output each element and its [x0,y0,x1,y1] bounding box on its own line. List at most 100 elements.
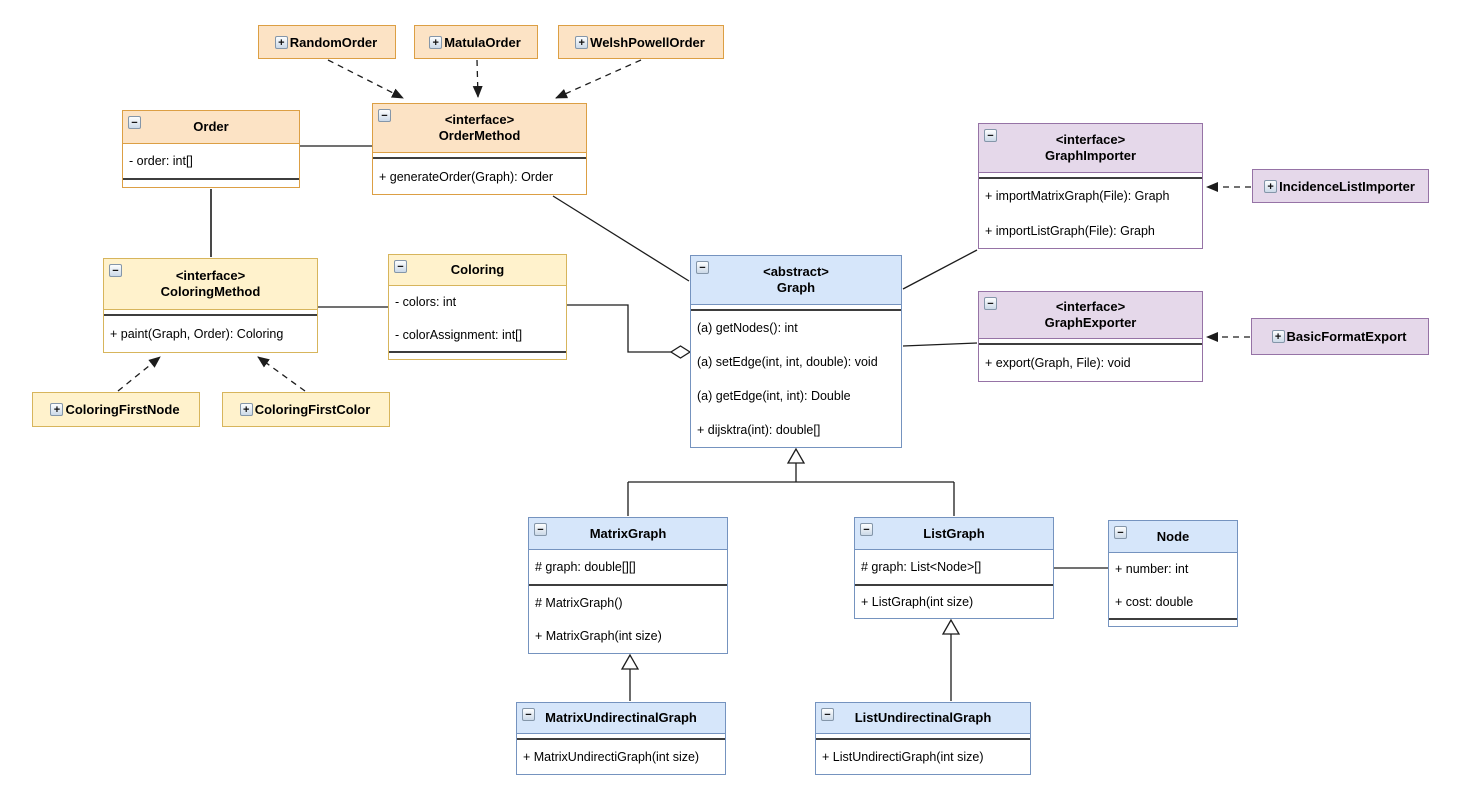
class-name: MatulaOrder [444,34,521,50]
collapse-icon[interactable]: − [860,523,873,536]
class-graphexporter[interactable]: − <interface> GraphExporter + export(Gra… [978,291,1203,382]
section-divider [123,178,299,180]
empty-section [517,734,725,738]
edge-matulaorder-ordermethod [472,59,483,98]
empty-section [816,734,1030,738]
class-name: MatrixUndirectinalGraph [545,710,697,725]
expand-icon[interactable]: + [274,35,288,49]
class-graphimporter[interactable]: − <interface> GraphImporter + importMatr… [978,123,1203,249]
collapse-icon[interactable]: − [984,129,997,142]
method: + export(Graph, File): void [979,345,1202,381]
method: (a) getNodes(): int [691,311,901,345]
class-matulaorder[interactable]: + MatulaOrder [414,25,538,59]
collapse-icon[interactable]: − [1114,526,1127,539]
class-header: − ListGraph [855,518,1053,550]
class-coloring[interactable]: − Coloring - colors: int - colorAssignme… [388,254,567,360]
class-name: Coloring [450,262,505,277]
section-divider [1109,618,1237,620]
edge-subgraphs-graph [627,463,955,516]
class-name: ColoringFirstNode [65,402,180,417]
attribute: + number: int [1109,553,1237,586]
class-header: − <interface> OrderMethod [373,104,586,153]
empty-section [373,153,586,157]
generalization-triangle-matrixgraph [620,653,640,670]
class-name: Order [193,119,229,134]
attribute: # graph: double[][] [529,550,727,584]
class-matrixgraph[interactable]: − MatrixGraph # graph: double[][] # Matr… [528,517,728,654]
collapse-icon[interactable]: − [522,708,535,721]
class-name: ListGraph [923,525,985,541]
empty-section [979,339,1202,343]
class-header: − Coloring [389,255,566,286]
attribute: - colors: int [389,286,566,319]
attribute: # graph: List<Node>[] [855,550,1053,584]
empty-section [104,310,317,314]
class-coloringfirstcolor[interactable]: + ColoringFirstColor [222,392,390,427]
collapse-icon[interactable]: − [821,708,834,721]
class-header: − <interface> GraphExporter [979,292,1202,339]
expand-icon[interactable]: + [575,35,589,49]
edge-coloring-graph-aggregation [567,304,671,353]
expand-icon[interactable]: + [1271,330,1285,343]
class-basicformatexport[interactable]: + BasicFormatExport [1251,318,1429,355]
expand-icon[interactable]: + [1264,179,1278,193]
collapse-icon[interactable]: − [984,297,997,310]
class-graph[interactable]: − <abstract> Graph (a) getNodes(): int (… [690,255,902,448]
class-stereotype: <interface> [175,268,246,283]
attribute: - order: int[] [123,144,299,178]
class-stereotype: <interface> [1055,299,1126,314]
collapse-icon[interactable]: − [109,264,122,277]
method: + generateOrder(Graph): Order [373,159,586,194]
section-divider [816,738,1030,740]
section-divider [517,738,725,740]
method: + paint(Graph, Order): Coloring [104,316,317,352]
collapse-icon[interactable]: − [534,523,547,536]
method: + ListUndirectiGraph(int size) [816,740,1030,774]
class-ordermethod[interactable]: − <interface> OrderMethod + generateOrde… [372,103,587,195]
section-divider [389,351,566,353]
edge-coloringfirstnode-coloringmethod [117,356,161,392]
class-name: RandomOrder [289,34,378,50]
class-randomorder[interactable]: + RandomOrder [258,25,396,59]
class-listundirectinalgraph[interactable]: − ListUndirectinalGraph + ListUndirectiG… [815,702,1031,775]
class-header: − MatrixUndirectinalGraph [517,703,725,734]
collapse-icon[interactable]: − [696,261,709,274]
class-header: − <interface> GraphImporter [979,124,1202,173]
generalization-triangle-listgraph [941,618,961,635]
aggregation-diamond [669,345,692,359]
method: + importListGraph(File): Graph [979,213,1202,248]
expand-icon[interactable]: + [239,403,253,416]
class-listgraph[interactable]: − ListGraph # graph: List<Node>[] + List… [854,517,1054,619]
method: + ListGraph(int size) [855,586,1053,618]
class-stereotype: <abstract> [763,264,829,279]
collapse-icon[interactable]: − [128,116,141,129]
class-name: ListUndirectinalGraph [854,710,992,725]
class-name: WelshPowellOrder [590,34,705,50]
collapse-icon[interactable]: − [378,109,391,122]
class-header: − ListUndirectinalGraph [816,703,1030,734]
class-coloringfirstnode[interactable]: + ColoringFirstNode [32,392,200,427]
class-order[interactable]: − Order - order: int[] [122,110,300,188]
section-divider [979,177,1202,179]
edge-ordermethod-graph [552,195,690,282]
method: # MatrixGraph() [529,586,727,620]
expand-icon[interactable]: + [429,35,443,49]
class-name: GraphImporter [1044,148,1136,163]
empty-section [691,305,901,309]
class-coloringmethod[interactable]: − <interface> ColoringMethod + paint(Gra… [103,258,318,353]
class-node[interactable]: − Node + number: int + cost: double [1108,520,1238,627]
class-name: ColoringFirstColor [254,402,371,417]
collapse-icon[interactable]: − [394,260,407,273]
method: (a) setEdge(int, int, double): void [691,345,901,379]
class-name: Graph [776,280,816,295]
expand-icon[interactable]: + [50,403,64,416]
empty-section [1109,620,1237,626]
class-incidencelistimporter[interactable]: + IncidenceListImporter [1252,169,1429,203]
edge-welshpowellorder-ordermethod [555,59,642,99]
class-name: GraphExporter [1044,315,1137,330]
edge-graphimporter-graph [902,249,978,290]
class-welshpowellorder[interactable]: + WelshPowellOrder [558,25,724,59]
class-matrixundirectinalgraph[interactable]: − MatrixUndirectinalGraph + MatrixUndire… [516,702,726,775]
